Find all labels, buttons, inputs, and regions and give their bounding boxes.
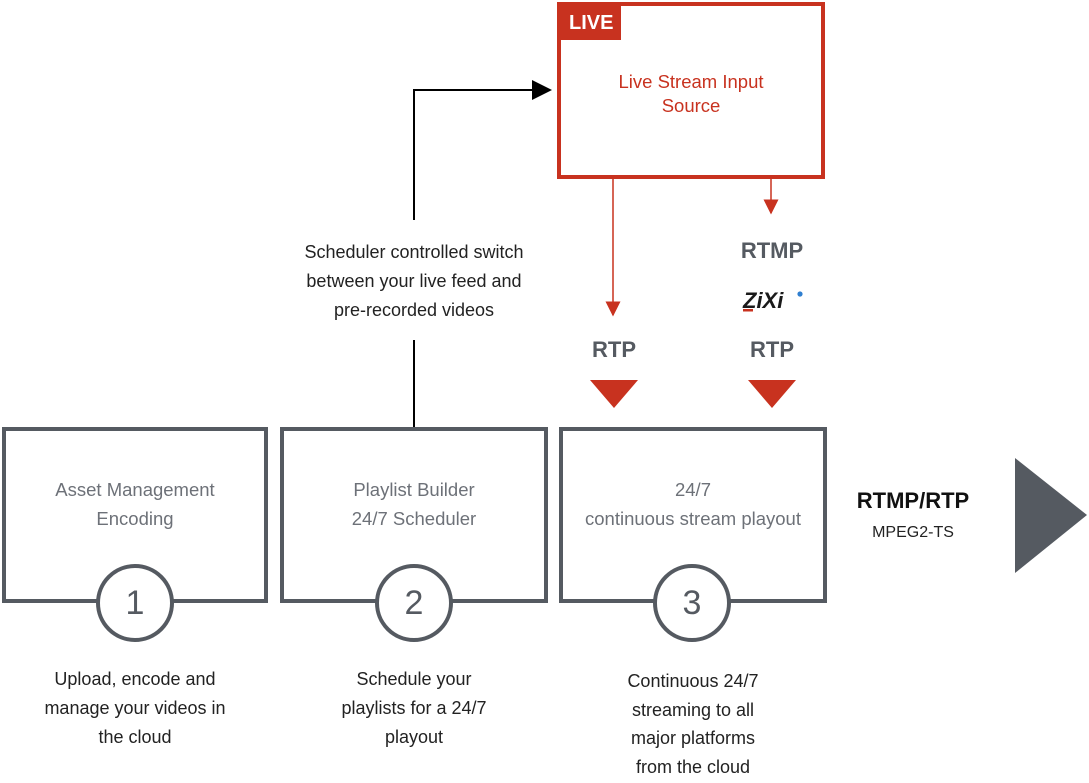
svg-text:ZiXi: ZiXi — [742, 288, 784, 313]
output-protocol-title: RTMP/RTP — [856, 488, 970, 513]
live-source-title: Live Stream Input Source — [618, 71, 764, 116]
triangle-right-icon — [1015, 458, 1087, 573]
stage-2-caption: Schedule your playlists for a 24/7 playo… — [341, 669, 487, 747]
rtp-label-left: RTP — [592, 337, 636, 362]
live-badge: LIVE — [561, 6, 622, 40]
stage-2-number: 2 — [375, 564, 453, 642]
switch-note: Scheduler controlled switch between your… — [304, 242, 524, 320]
stage-1-title: Asset Management Encoding — [55, 479, 215, 529]
switch-connector-upper — [413, 80, 552, 220]
live-source-box: LIVE Live Stream Input Source — [557, 2, 825, 179]
zixi-logo-icon: ZiXi — [741, 287, 805, 313]
output-format-subtitle: MPEG2-TS — [872, 524, 954, 541]
stage-1-caption: Upload, encode and manage your videos in… — [44, 669, 226, 747]
triangle-down-icon — [748, 380, 796, 408]
stage-3-number: 3 — [653, 564, 731, 642]
stage-1-number: 1 — [96, 564, 174, 642]
triangle-down-icon — [590, 380, 638, 408]
stage-2-title: Playlist Builder 24/7 Scheduler — [351, 479, 477, 529]
stage-3-title: 24/7 continuous stream playout — [585, 479, 801, 529]
stage-3-caption: Continuous 24/7 streaming to all major p… — [627, 671, 759, 777]
rtmp-label: RTMP — [740, 238, 804, 263]
rtp-label-right: RTP — [750, 337, 794, 362]
